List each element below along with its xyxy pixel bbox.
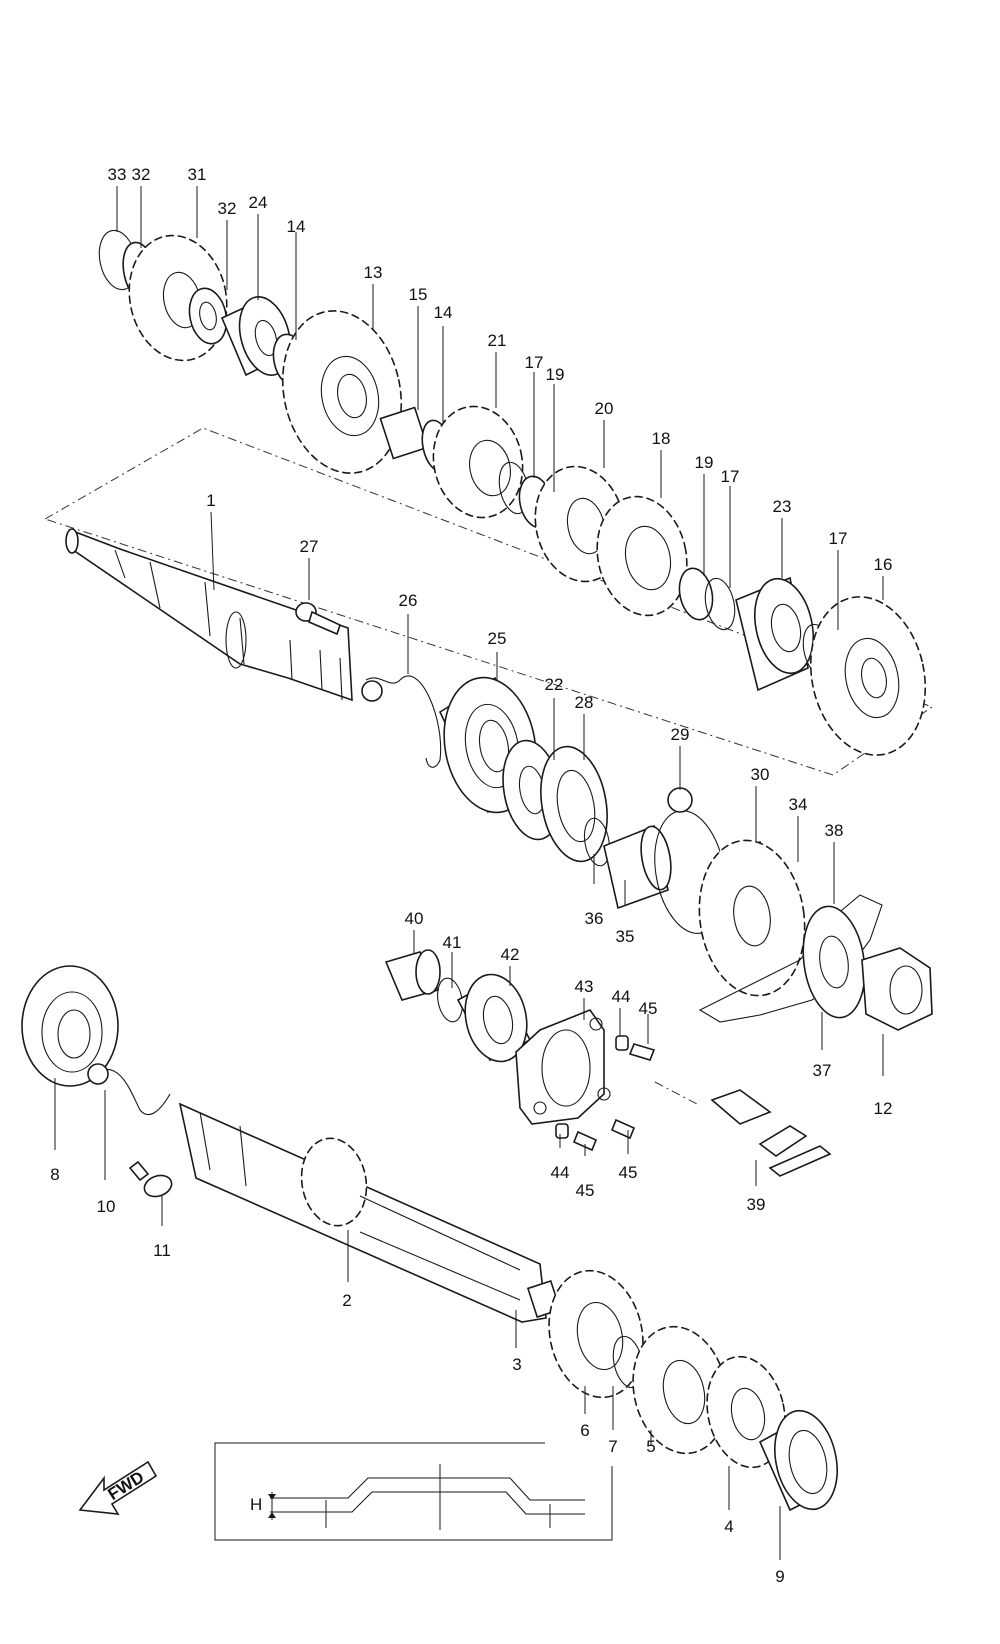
callout-43: 43 [575,977,594,996]
callout-8: 8 [50,1165,59,1184]
callout-20: 20 [595,399,614,418]
oil-seal-28 [540,745,608,863]
bolt-45b [572,1130,598,1152]
callout-12: 12 [874,1099,893,1118]
callout-28: 28 [575,693,594,712]
bearing-8 [21,965,119,1087]
callout-2: 2 [342,1291,351,1310]
gear-13 [281,310,403,474]
screw-27 [295,602,341,636]
callout-6: 6 [580,1421,589,1440]
callout-26: 26 [399,591,418,610]
callout-19b: 19 [695,453,714,472]
leader-lines [54,186,884,1560]
callout-1: 1 [206,491,215,510]
callout-labels: 1 2 3 4 5 6 7 8 9 10 11 12 13 14 14 15 1… [50,165,892,1586]
callout-24: 24 [249,193,268,212]
callout-37: 37 [813,1061,832,1080]
callout-17b: 17 [721,467,740,486]
callout-29: 29 [671,725,690,744]
screw-11 [128,1160,173,1198]
callout-40: 40 [405,909,424,928]
callout-7: 7 [608,1437,617,1456]
callout-14a: 14 [287,217,306,236]
guide-plate-26 [365,675,442,768]
callout-14b: 14 [434,303,453,322]
callout-13: 13 [364,263,383,282]
washer-44b [555,1123,569,1139]
callout-34: 34 [789,795,808,814]
callout-4: 4 [724,1517,733,1536]
reference-line [654,1081,698,1105]
callout-5: 5 [646,1437,655,1456]
callout-15: 15 [409,285,428,304]
sprocket-34 [698,839,806,997]
chain-38 [698,894,883,1023]
gear-18 [596,495,688,617]
callout-45b: 45 [576,1181,595,1200]
callout-32b: 32 [218,199,237,218]
callout-23: 23 [773,497,792,516]
callout-30: 30 [751,765,770,784]
callout-44b: 44 [551,1163,570,1182]
o-ring-36 [583,817,611,867]
callout-42: 42 [501,945,520,964]
callout-36: 36 [585,909,604,928]
gear-21 [432,405,524,519]
callout-45c: 45 [619,1163,638,1182]
callout-27: 27 [300,537,319,556]
callout-17a: 17 [525,353,544,372]
washer-19b [678,567,714,621]
guide-plate-10 [95,1068,171,1116]
callout-10: 10 [97,1197,116,1216]
height-detail-inset: H [214,1442,613,1541]
callout-3: 3 [512,1355,521,1374]
callout-17c: 17 [829,529,848,548]
height-label: H [250,1495,262,1514]
callout-44a: 44 [612,987,631,1006]
callout-18: 18 [652,429,671,448]
circlip-17b [704,577,736,631]
nut-12 [861,947,933,1031]
callout-32a: 32 [132,165,151,184]
washer-37 [802,905,866,1019]
washer-32b [188,287,228,345]
bearing-15 [379,406,429,460]
callout-9: 9 [775,1567,784,1586]
bolt-45 [628,1043,656,1061]
callout-19a: 19 [546,365,565,384]
callout-41: 41 [443,933,462,952]
callout-22: 22 [545,675,564,694]
countershaft-assembly-outline [43,427,934,776]
countershaft-gear-stack [98,229,927,756]
callout-45a: 45 [639,999,658,1018]
callout-31: 31 [188,165,207,184]
chain-joint-39 [710,1089,832,1177]
callout-25: 25 [488,629,507,648]
gear-16 [809,596,927,756]
washer-44 [615,1035,629,1051]
bearing-9 [758,1409,838,1512]
callout-39: 39 [747,1195,766,1214]
callout-21: 21 [488,331,507,350]
fwd-arrow: FWD [78,1460,158,1515]
bearing-holder-group [384,949,656,1152]
countershaft-1 [65,528,353,702]
bolt-45c [610,1118,636,1140]
gear-6 [548,1269,644,1399]
callout-11: 11 [153,1241,171,1260]
callout-16: 16 [874,555,893,574]
callout-35: 35 [616,927,635,946]
callout-38: 38 [825,821,844,840]
callout-33: 33 [108,165,127,184]
main-shaft-2 [178,1102,547,1323]
